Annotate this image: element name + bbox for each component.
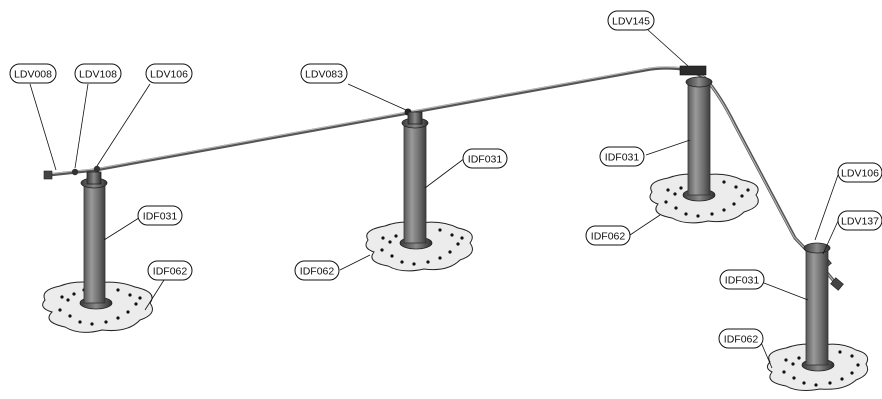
callout-label: IDF062 [724,334,759,346]
post-4 [766,242,869,391]
post-3 [649,76,759,224]
callout-label: IDF062 [153,266,188,278]
callout-ldv145: LDV145 [607,10,655,31]
callout-label: LDV083 [305,69,343,81]
callout-idf062-post1: IDF062 [147,260,193,281]
callout-label: IDF031 [605,152,640,164]
callout-idf031-post3: IDF031 [599,146,645,167]
callout-label: LDV008 [14,69,52,81]
callout-label: IDF031 [468,154,503,166]
callout-ldv106: LDV106 [145,63,193,84]
post-1 [42,171,153,333]
callout-ldv083: LDV083 [300,63,348,84]
callout-label: IDF031 [725,275,760,287]
callout-label: LDV106 [150,69,188,81]
callout-label: LDV108 [79,69,117,81]
callout-idf062-post2: IDF062 [294,260,340,281]
callout-label: IDF062 [591,231,626,243]
callout-label: IDF031 [143,211,178,223]
callout-ldv108: LDV108 [74,63,122,84]
callout-ldv008: LDV008 [9,63,57,84]
callout-label: IDF062 [300,266,335,278]
callout-idf062-post3: IDF062 [585,225,631,246]
leader-lines [29,29,839,369]
callout-label: LDV145 [612,16,650,28]
callout-label: LDV106 [841,168,879,180]
callout-label: LDV137 [841,216,879,228]
callout-idf031-post1: IDF031 [137,205,183,226]
callout-idf031-post4: IDF031 [719,269,765,290]
post-2 [365,111,473,272]
callout-idf062-post4: IDF062 [718,328,764,349]
callout-idf031-post2: IDF031 [462,148,508,169]
callout-ldv106-post4: LDV106 [837,162,882,183]
callout-ldv137: LDV137 [837,210,882,231]
